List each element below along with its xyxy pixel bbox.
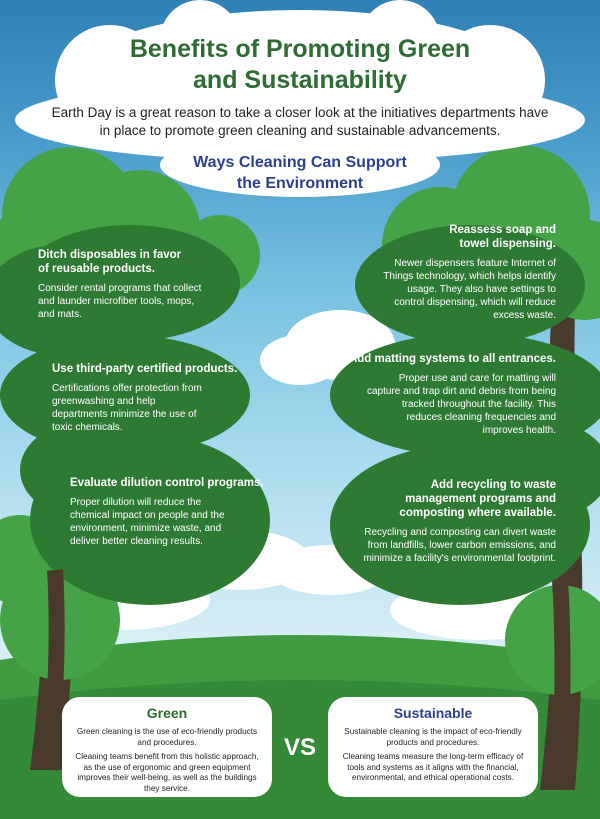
sustainable-card-title: Sustainable xyxy=(393,705,473,721)
intro-text: Earth Day is a great reason to take a cl… xyxy=(51,105,549,138)
tip-matting-systems: Add matting systems to all entrances. Pr… xyxy=(330,352,556,437)
page-title: Benefits of Promoting Green and Sustaina… xyxy=(129,35,471,94)
green-card-benefit: Cleaning teams benefit from this holisti… xyxy=(75,752,259,793)
tip-recycling-composting: Add recycling to waste management progra… xyxy=(356,478,556,565)
tip-third-party-certified: Use third-party certified products. Cert… xyxy=(52,362,262,434)
tip-body: Newer dispensers feature Internet of Thi… xyxy=(383,258,556,321)
section-subtitle: Ways Cleaning Can Support the Environmen… xyxy=(193,154,407,192)
sustainable-card-measure: Cleaning teams measure the long-term eff… xyxy=(342,752,524,782)
tip-title: Add matting systems to all entrances. xyxy=(348,353,556,365)
sustainable-card: Sustainable Sustainable cleaning is the … xyxy=(328,697,538,797)
green-card: Green Green cleaning is the use of eco-f… xyxy=(62,697,272,797)
tip-body: Proper use and care for matting will cap… xyxy=(367,373,556,436)
sustainable-card-definition: Sustainable cleaning is the impact of ec… xyxy=(344,727,522,747)
tip-dilution-control: Evaluate dilution control programs. Prop… xyxy=(70,476,280,548)
vs-label: VS xyxy=(283,734,316,761)
tip-body: Proper dilution will reduce the chemical… xyxy=(70,497,225,547)
tip-body: Certifications offer protection from gre… xyxy=(52,383,202,433)
tip-body: Consider rental programs that collect an… xyxy=(38,283,202,320)
right-tree xyxy=(330,145,600,791)
tip-body: Recycling and composting can divert wast… xyxy=(363,527,556,564)
tip-title: Add recycling to waste management progra… xyxy=(399,479,556,519)
tip-title: Evaluate dilution control programs. xyxy=(70,477,264,489)
left-tree xyxy=(0,147,270,771)
header-cloud xyxy=(15,0,585,197)
green-card-definition: Green cleaning is the use of eco-friendl… xyxy=(76,727,258,747)
tip-title: Use third-party certified products. xyxy=(52,363,238,375)
green-card-title: Green xyxy=(146,705,188,721)
